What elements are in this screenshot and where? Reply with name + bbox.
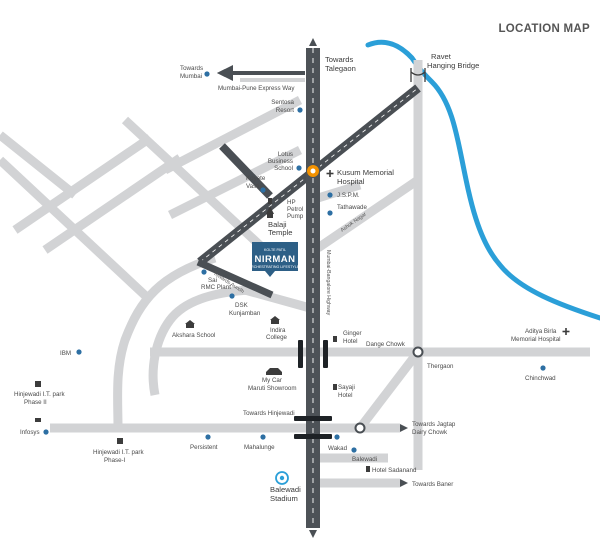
label-hinjewadi1-2: Phase-I	[104, 457, 126, 464]
label-koyate-2: Vasti	[246, 183, 259, 190]
label-balaji-2: Temple	[268, 228, 292, 237]
mumbai-pune-expressway	[217, 65, 305, 82]
label-towards-talegaon-2: Talegaon	[325, 64, 356, 73]
arrow-baner	[400, 479, 408, 487]
label-sai-1: Sai	[208, 277, 217, 284]
label-towards-talegaon-1: Towards	[325, 55, 353, 64]
label-ravet-1: Ravet	[431, 52, 452, 61]
car-icon	[266, 368, 282, 375]
label-lotus-2: Business	[268, 158, 293, 165]
arrow-mumbai	[217, 69, 225, 77]
label-hotel-sadanand: Hotel Sadanand	[372, 467, 417, 474]
label-towards-jagtap-2: Dairy Chowk	[412, 429, 448, 436]
label-dange-chowk: Dange Chowk	[366, 341, 406, 348]
stadium-icon	[275, 471, 289, 485]
svg-text:ORCHESTRATING LIFESTYLES: ORCHESTRATING LIFESTYLES	[248, 265, 302, 269]
bridge-icon	[410, 68, 426, 82]
label-hp-1: HP	[287, 199, 296, 206]
label-highway: Mumbai-Bangalore Highway	[325, 250, 331, 316]
mumbai-bangalore-highway	[306, 38, 320, 538]
label-tathawade: Tathawade	[337, 204, 367, 211]
label-sentosa-2: Resort	[276, 107, 295, 114]
svg-text:NIRMAN: NIRMAN	[255, 254, 296, 265]
label-mycar-1: My Car	[262, 377, 282, 384]
label-sentosa-1: Sentosa	[271, 99, 294, 106]
place-markers	[43, 71, 546, 453]
label-chinchwad: Chinchwad	[525, 375, 556, 382]
label-hinjewadi2-2: Phase II	[24, 399, 47, 406]
map-title: LOCATION MAP	[498, 23, 590, 35]
label-ginger-2: Hotel	[343, 338, 357, 345]
label-towards-mumbai-1: Towards	[180, 65, 203, 72]
label-ravet-2: Hanging Bridge	[427, 61, 479, 70]
label-akshara: Akshara School	[172, 332, 215, 339]
hospital-icon	[326, 170, 570, 335]
label-stadium-2: Stadium	[270, 494, 298, 503]
label-sayaji-2: Hotel	[338, 392, 352, 399]
label-towards-jagtap-1: Towards Jagtap	[412, 421, 456, 428]
temple-icon	[266, 206, 274, 218]
label-aditya-2: Memorial Hospital	[511, 336, 561, 343]
label-stadium-1: Balewadi	[270, 485, 301, 494]
label-hinjewadi1-1: Hinjewadi I.T. park	[93, 449, 144, 456]
label-towards-mumbai-2: Mumbai	[180, 73, 202, 80]
project-marker: KOLTE PATIL NIRMAN ORCHESTRATING LIFESTY…	[248, 242, 302, 277]
svg-text:KOLTE PATIL: KOLTE PATIL	[264, 248, 286, 252]
label-ibm: IBM	[60, 350, 71, 357]
label-balewadi: Balewadi	[352, 456, 377, 463]
roundabout-jagtap	[354, 422, 366, 434]
label-towards-baner: Towards Baner	[412, 481, 453, 488]
label-mahalunge: Mahalunge	[244, 444, 275, 451]
river	[365, 39, 600, 321]
label-thergaon: Thergaon	[427, 363, 454, 370]
label-indira-2: College	[266, 334, 288, 341]
flyover-hinjewadi	[294, 416, 332, 439]
petrol-icon	[268, 198, 272, 204]
label-persistent: Persistent	[190, 444, 218, 451]
label-balaji-1: Balaji	[268, 220, 287, 229]
label-kusum-1: Kusum Memorial	[337, 168, 394, 177]
label-towards-hinjewadi: Towards Hinjewadi	[243, 410, 295, 417]
label-mycar-2: Maruti Showroom	[248, 385, 297, 392]
label-infosys: Infosys	[20, 429, 40, 436]
label-ashok-nagar: Ashok Nagar	[340, 211, 368, 233]
label-lotus-3: School	[274, 165, 293, 172]
label-indira-1: Indira	[270, 327, 286, 334]
label-dsk-1: DSK	[235, 302, 249, 309]
label-aditya-1: Aditya Birla	[525, 328, 557, 335]
label-expressway: Mumbai-Pune Express Way	[218, 85, 295, 92]
flyover-dange	[298, 340, 328, 368]
label-koyate-1: Koyate	[246, 175, 266, 182]
arrow-jagtap	[400, 424, 408, 432]
label-ginger-1: Ginger	[343, 330, 362, 337]
label-sai-2: RMC Plant	[201, 284, 231, 291]
label-hp-3: Pump	[287, 213, 304, 220]
label-jspm: J.S.P.M.	[337, 192, 360, 199]
hotel-icon	[333, 336, 370, 472]
minor-roads	[0, 60, 590, 488]
label-hinjewadi2-1: Hinjewadi I.T. park	[14, 391, 65, 398]
label-lotus-1: Lotus	[278, 151, 293, 158]
label-dsk-2: Kunjamban	[229, 310, 261, 317]
label-sayaji-1: Sayaji	[338, 384, 355, 391]
hotspot-icon	[307, 165, 319, 177]
label-kusum-2: Hospital	[337, 177, 365, 186]
school-icon	[185, 316, 280, 328]
roundabout-thergaon	[412, 346, 424, 358]
label-hp-2: Petrol	[287, 206, 303, 213]
building-icon	[35, 381, 123, 444]
label-wakad: Wakad	[328, 445, 348, 452]
